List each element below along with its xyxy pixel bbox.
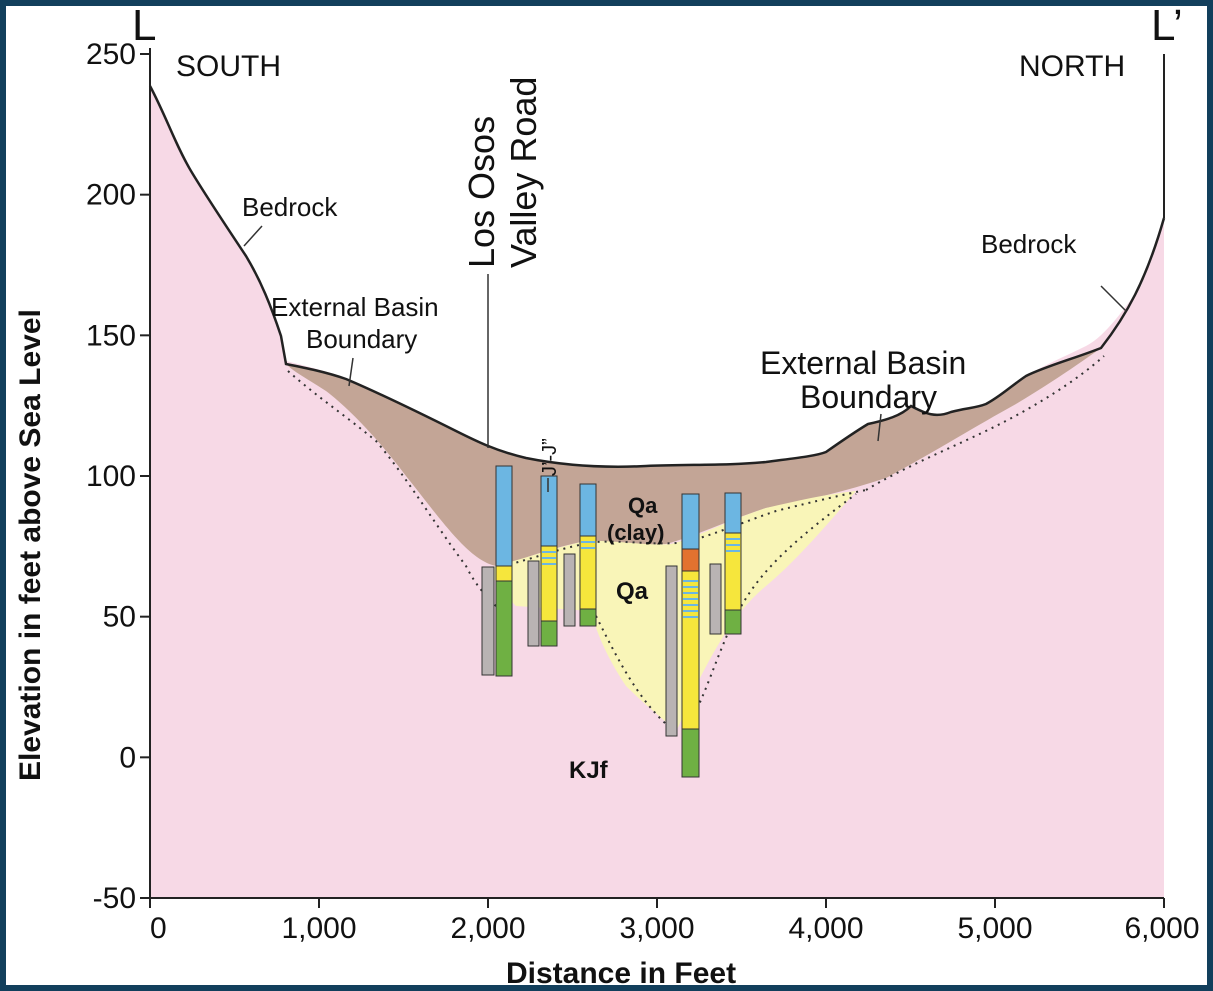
x-tick-label: 2,000 — [450, 912, 525, 945]
x-tick-label: 0 — [150, 912, 167, 945]
section-right-label: L’ — [1151, 6, 1183, 50]
well-4 — [665, 493, 700, 778]
y-tick-label: 150 — [86, 319, 136, 352]
x-axis-ticks: 0 1,000 2,000 3,000 4,000 5,000 6,000 — [149, 898, 1200, 945]
y-axis-ticks: 250 200 150 100 50 0 -50 — [86, 38, 150, 915]
y-tick-label: 100 — [86, 460, 136, 493]
well-5 — [709, 492, 742, 635]
bedrock-contact-left — [287, 370, 497, 607]
y-tick-label: 50 — [103, 601, 136, 634]
ebb-left-leader — [348, 357, 354, 387]
ebb-right-line1: External Basin — [760, 345, 966, 381]
clay-contact — [495, 489, 867, 569]
x-tick-label: 1,000 — [281, 912, 356, 945]
bedrock-leader-right — [1100, 285, 1127, 312]
well-1 — [481, 465, 513, 677]
y-tick-label: 250 — [86, 38, 136, 71]
unit-kjf-label: KJf — [569, 757, 609, 784]
cross-section-ref-label: J’-J” — [539, 438, 561, 476]
ebb-left-line2: Boundary — [306, 324, 417, 354]
x-tick-label: 4,000 — [788, 912, 863, 945]
y-tick-label: 0 — [119, 741, 136, 774]
x-tick-label: 3,000 — [619, 912, 694, 945]
ground-surface — [148, 85, 1166, 468]
well-3 — [563, 483, 597, 627]
bedrock-contact-right — [865, 355, 1105, 491]
well-2 — [527, 475, 558, 647]
road-label-line2: Valley Road — [503, 77, 544, 268]
bedrock-label-right: Bedrock — [981, 229, 1077, 259]
bedrock-label-left: Bedrock — [242, 192, 338, 222]
bedrock-leader-left — [243, 225, 263, 247]
road-label-line1: Los Osos — [461, 116, 502, 268]
ebb-right-line2: Boundary — [800, 379, 937, 415]
cross-section-diagram: 250 200 150 100 50 0 -50 0 1,000 2,000 3,000 4,000… — [14, 6, 1200, 985]
clay-layer — [286, 348, 1101, 567]
x-tick-label: 6,000 — [1124, 912, 1199, 945]
y-tick-label: 200 — [86, 179, 136, 212]
y-tick-label: -50 — [93, 882, 136, 915]
unit-qa-label: Qa — [616, 578, 649, 605]
x-tick-label: 5,000 — [957, 912, 1032, 945]
cross-section-figure: 250 200 150 100 50 0 -50 0 1,000 2,000 3,000 4,000… — [6, 6, 1207, 985]
unit-clay-label-1: Qa — [628, 493, 658, 518]
ebb-right-leader — [877, 413, 882, 442]
north-label: NORTH — [1019, 50, 1125, 83]
x-axis-title: Distance in Feet — [506, 957, 736, 985]
south-label: SOUTH — [176, 50, 281, 83]
y-axis-title: Elevation in feet above Sea Level — [14, 309, 47, 781]
section-left-label: L — [132, 6, 156, 50]
ebb-left-line1: External Basin — [271, 292, 439, 322]
unit-clay-label-2: (clay) — [607, 520, 664, 545]
